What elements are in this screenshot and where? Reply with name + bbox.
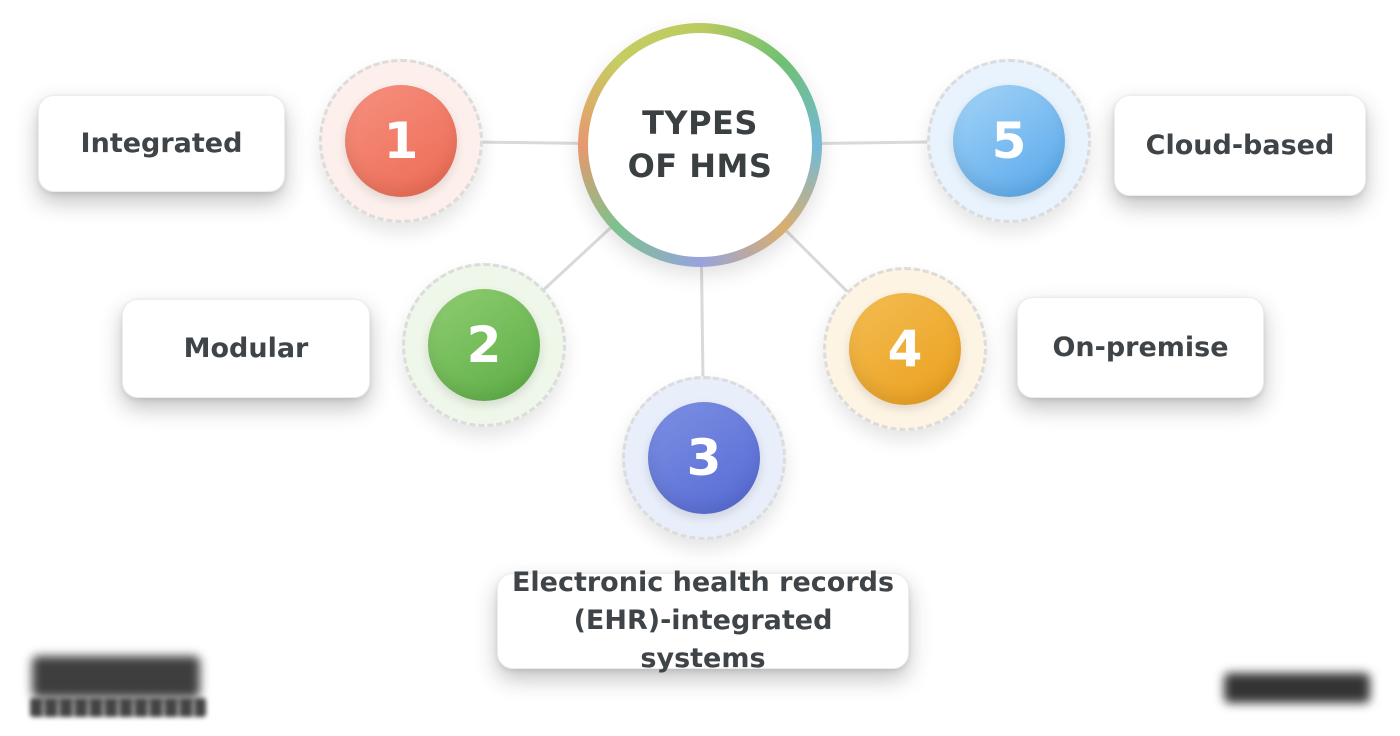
node-circle-2: 2 [428,289,540,401]
center-circle-inner: TYPES OF HMS [588,33,812,257]
label-modular: Modular [122,299,370,398]
blurred-logo-right [1224,673,1370,703]
node-circle-5: 5 [953,85,1065,197]
diagram-title: TYPES OF HMS [627,103,773,185]
node-number-4: 4 [887,320,923,378]
center-circle: TYPES OF HMS [578,23,822,267]
label-integrated: Integrated [38,95,285,192]
node-circle-1: 1 [345,85,457,197]
node-badge-1: 1 [319,59,483,223]
blurred-logo-left-tagline [30,698,206,717]
node-circle-4: 4 [849,293,961,405]
node-circle-3: 3 [648,402,760,514]
node-number-5: 5 [991,112,1027,170]
node-number-3: 3 [686,429,722,487]
node-badge-3: 3 [622,376,786,540]
node-number-2: 2 [466,316,502,374]
label-on-premise: On-premise [1017,297,1264,398]
node-badge-4: 4 [823,267,987,431]
label-cloud-based: Cloud-based [1114,95,1366,196]
node-number-1: 1 [383,112,419,170]
blurred-logo-left [32,656,200,698]
node-badge-2: 2 [402,263,566,427]
label-ehr-integrated: Electronic health records (EHR)-integrat… [497,567,909,674]
node-badge-5: 5 [927,59,1091,223]
